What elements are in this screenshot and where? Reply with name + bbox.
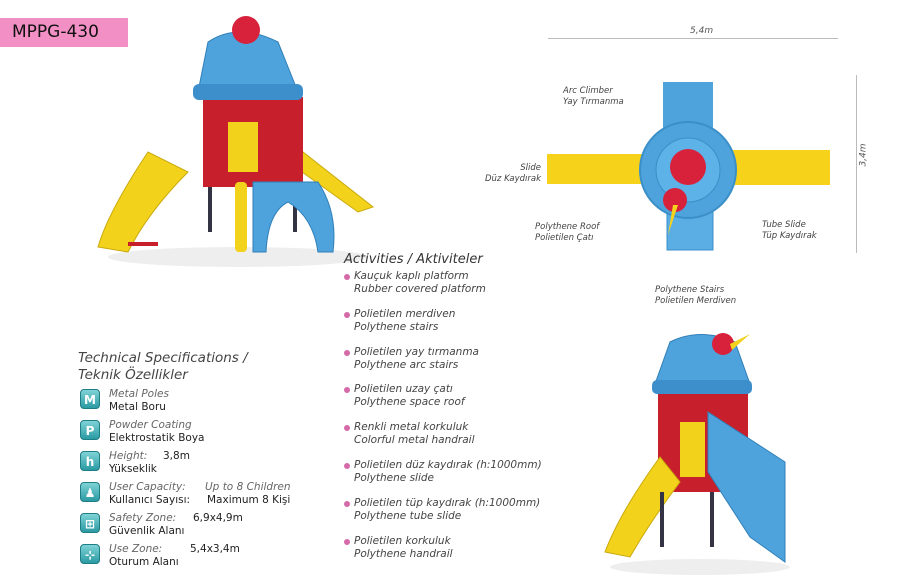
safety-zone-icon: ⊞ — [80, 513, 100, 533]
activity-tr: Kauçuk kaplı platform — [354, 270, 469, 282]
activity-tr: Renkli metal korkuluk — [354, 421, 469, 434]
activity-tr: Polietilen merdiven — [354, 307, 456, 320]
bullet-icon — [344, 387, 350, 394]
height-icon: h — [80, 451, 100, 471]
activity-tr: Polietilen korkuluk — [354, 534, 451, 547]
activity-tr: Polietilen düz kaydırak (h:1000mm) — [354, 459, 542, 471]
capacity-value-en: Up to 8 Children — [205, 481, 291, 493]
user-capacity-icon: ♟ — [80, 482, 100, 502]
playground-top-view — [547, 82, 830, 251]
bullet-icon — [344, 425, 350, 432]
metal-poles-icon: M — [80, 389, 100, 409]
width-dimension: 5,4m — [690, 26, 714, 36]
height-value: 3,8m — [163, 450, 190, 462]
bullet-icon — [344, 538, 350, 545]
playground-render-front — [97, 16, 375, 267]
activity-en: Polythene slide — [354, 472, 435, 484]
capacity-value-tr: Maximum 8 Kişi — [207, 494, 291, 506]
use-zone-icon: ⊹ — [80, 544, 100, 564]
activities-title: Activities / Aktiviteler — [344, 252, 483, 267]
bullet-icon — [344, 274, 350, 280]
activity-en: Polythene arc stairs — [354, 358, 459, 371]
powder-coating-icon: P — [80, 420, 100, 440]
bullet-icon — [344, 500, 350, 507]
activity-en: Polythene space roof — [354, 396, 465, 409]
activity-tr: Polietilen uzay çatı — [354, 383, 453, 396]
depth-dimension-line — [856, 75, 857, 253]
use-zone-value: 5,4x3,4m — [190, 543, 240, 555]
bullet-icon — [344, 349, 350, 356]
model-code-badge: MPPG-430 — [0, 18, 128, 47]
activity-tr: Polietilen tüp kaydırak (h:1000mm) — [354, 496, 541, 509]
width-dimension-line — [548, 38, 838, 39]
depth-dimension: 3,4m — [858, 143, 869, 167]
specs-title: Technical Specifications /Teknik Özellik… — [78, 350, 248, 383]
activity-tr: Polietilen yay tırmanma — [354, 345, 479, 358]
activity-en: Rubber covered platform — [354, 283, 486, 295]
activity-en: Polythene tube slide — [354, 509, 462, 522]
activity-en: Polythene handrail — [354, 547, 453, 560]
activity-en: Colorful metal handrail — [354, 434, 475, 447]
bullet-icon — [344, 463, 350, 469]
safety-zone-value: 6,9x4,9m — [193, 512, 243, 524]
bullet-icon — [344, 311, 350, 318]
playground-render-back — [604, 333, 790, 575]
activity-en: Polythene stairs — [354, 320, 439, 333]
